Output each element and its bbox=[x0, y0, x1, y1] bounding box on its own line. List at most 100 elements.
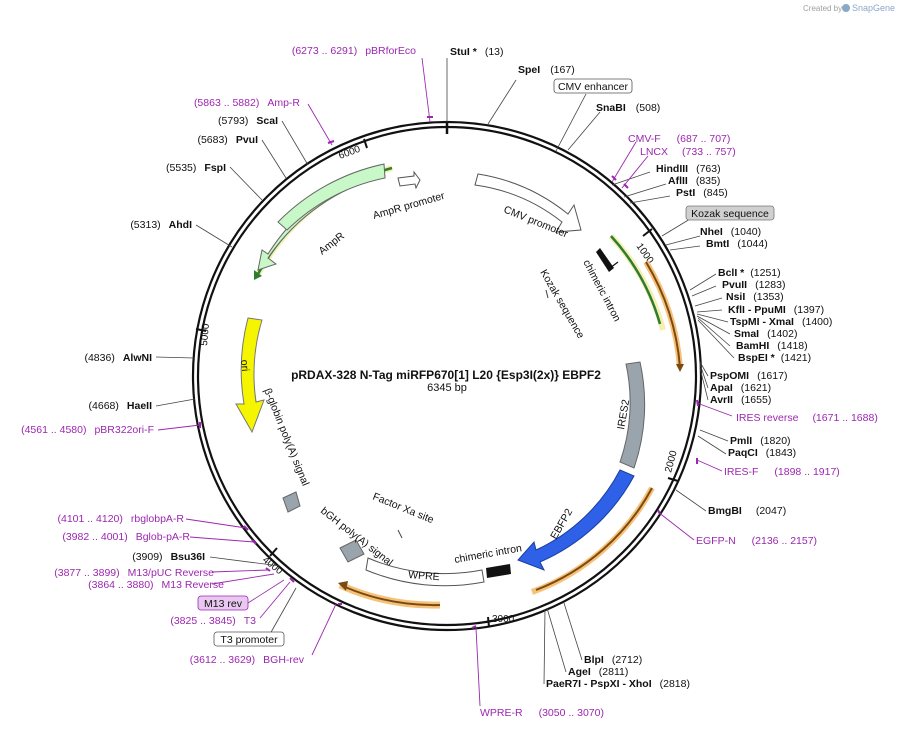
factor-xa-label: Factor Xa site bbox=[371, 491, 436, 526]
green-amp-arc bbox=[256, 166, 393, 275]
ori-feature bbox=[235, 317, 265, 434]
chimeric-intron-bottom-label: chimeric intron bbox=[453, 542, 522, 566]
t3-promoter-label: T3 promoter bbox=[220, 634, 278, 646]
chimeric-intron-bottom-feature bbox=[486, 564, 511, 578]
plasmid-length: 6345 bp bbox=[427, 382, 467, 394]
primer-egfp-n: EGFP-N(2136 .. 2157) bbox=[696, 535, 817, 547]
enzyme-haeii: (4668)HaeII bbox=[89, 400, 153, 412]
enzyme-fspi: (5535)FspI bbox=[166, 162, 226, 174]
primer-leaders bbox=[157, 57, 733, 707]
enzyme-scai: (5793)ScaI bbox=[218, 115, 278, 127]
enzyme-spei: SpeI(167) bbox=[518, 64, 575, 76]
primer-pbrforeco: (6273 .. 6291)pBRforEco bbox=[292, 45, 416, 57]
ires2-feature bbox=[619, 361, 646, 469]
wpre-feature bbox=[365, 557, 485, 587]
enzyme-kfli-ppumi: KflI - PpuMI(1397) bbox=[728, 304, 824, 316]
enzyme-pspomi: PspOMI(1617) bbox=[710, 370, 787, 382]
enzyme-agei: AgeI(2811) bbox=[568, 666, 628, 678]
tick-1000: 1000 bbox=[634, 241, 656, 266]
enzyme-smai: SmaI(1402) bbox=[734, 328, 797, 340]
primer-bgh-rev: (3612 .. 3629)BGH-rev bbox=[190, 654, 305, 666]
primer-amp-r: (5863 .. 5882)Amp-R bbox=[194, 97, 300, 109]
orange-orf-arc-2 bbox=[535, 487, 653, 591]
primer-bglob-pa-r: (3982 .. 4001)Bglob-pA-R bbox=[62, 531, 190, 543]
enzyme-paqci: PaqCI(1843) bbox=[728, 447, 796, 459]
enzyme-pvui: (5683)PvuI bbox=[197, 134, 258, 146]
enzyme-apai: ApaI(1621) bbox=[710, 382, 771, 394]
primer-pbr322ori-f: (4561 .. 4580)pBR322ori-F bbox=[21, 424, 154, 436]
credit-text: Created by bbox=[803, 4, 842, 13]
primer-t3: (3825 .. 3845)T3 bbox=[170, 615, 256, 627]
primer-m13-puc-reverse: (3877 .. 3899)M13/pUC Reverse bbox=[54, 567, 214, 579]
orange-orf-glow-3 bbox=[338, 581, 441, 609]
green-orf-arc bbox=[610, 235, 662, 325]
enzyme-hindiii: HindIII(763) bbox=[656, 163, 721, 175]
enzyme-psti: PstI(845) bbox=[676, 187, 728, 199]
snapgene-logo-icon bbox=[842, 4, 850, 12]
enzyme-leaders bbox=[155, 58, 735, 685]
chimeric-intron-top-feature bbox=[596, 248, 614, 272]
beta-globin-label: β-globin poly(A) signal bbox=[261, 387, 311, 488]
primer-lncx: LNCX(733 .. 757) bbox=[640, 146, 736, 158]
primer-cmv-f: CMV-F(687 .. 707) bbox=[628, 133, 730, 145]
kozak-marker bbox=[545, 289, 549, 299]
ampr-promoter-label: AmpR promoter bbox=[372, 190, 447, 222]
enzyme-alwni: (4836)AlwNI bbox=[84, 352, 152, 364]
enzyme-snabi: SnaBI(508) bbox=[596, 102, 660, 114]
orange-arrow-1 bbox=[676, 364, 684, 372]
enzyme-pvuii: PvuII(1283) bbox=[722, 279, 785, 291]
kozak-box bbox=[685, 205, 775, 221]
enzyme-bspei: BspEI *(1421) bbox=[738, 352, 811, 364]
tick-6000: 6000 bbox=[337, 144, 362, 162]
enzyme-bsu36i: (3909)Bsu36I bbox=[132, 551, 205, 563]
primer-wpre-r: WPRE-R(3050 .. 3070) bbox=[480, 707, 604, 719]
primer-ires-reverse: IRES reverse(1671 .. 1688) bbox=[736, 412, 878, 424]
chimeric-intron-top-label: chimeric intron bbox=[580, 258, 623, 324]
enzyme-bmti: BmtI(1044) bbox=[706, 238, 768, 250]
primer-marks bbox=[199, 116, 699, 629]
factor-xa-marker bbox=[397, 529, 403, 539]
green-amp-glow bbox=[255, 165, 393, 276]
enzyme-ahdi: (5313)AhdI bbox=[130, 219, 192, 231]
enzyme-nhei: NheI(1040) bbox=[700, 226, 761, 238]
kozak-box-label: Kozak sequence bbox=[691, 208, 769, 220]
tick-5000: 5000 bbox=[199, 323, 212, 347]
ebfp2-feature bbox=[517, 469, 635, 571]
enzyme-blpi: BlpI(2712) bbox=[584, 654, 642, 666]
bgh-polya-label: bGH poly(A) signal bbox=[318, 505, 395, 569]
cmv-promoter-feature bbox=[474, 173, 582, 233]
enzyme-paer7i-pspxi-xhoi: PaeR7I - PspXI - XhoI(2818) bbox=[546, 678, 690, 690]
enzyme-avrii: AvrII(1655) bbox=[710, 394, 771, 406]
orange-orf-arc-3 bbox=[344, 586, 441, 607]
green-amp-arrow bbox=[254, 270, 262, 280]
t3-promoter-box bbox=[213, 631, 285, 647]
enzyme-bamhi: BamHI(1418) bbox=[736, 340, 808, 352]
enzyme-stui: StuI *(13) bbox=[450, 46, 504, 58]
enzyme-tspmi-xmai: TspMI - XmaI(1400) bbox=[730, 316, 832, 328]
cmv-enhancer-box bbox=[553, 78, 633, 94]
primer-rbglobpa-r: (4101 .. 4120)rbglobpA-R bbox=[57, 513, 184, 525]
cmv-enhancer-label: CMV enhancer bbox=[558, 81, 629, 93]
ires2-label: IRES2 bbox=[615, 398, 632, 430]
tick-3000: 3000 bbox=[492, 614, 515, 625]
plasmid-title: pRDAX-328 N-Tag miRFP670[1] L20 {Esp3I(2… bbox=[291, 368, 601, 382]
enzyme-bcli: BclI *(1251) bbox=[718, 267, 781, 279]
m13-rev-box bbox=[197, 595, 249, 611]
enzyme-aflii: AflII(835) bbox=[668, 175, 720, 187]
m13-rev-label: M13 rev bbox=[204, 598, 243, 610]
enzyme-pmli: PmlI(1820) bbox=[730, 435, 791, 447]
wpre-label: WPRE bbox=[408, 569, 440, 583]
kozak-label: Kozak sequence bbox=[537, 268, 586, 341]
ori-label: ori bbox=[238, 359, 251, 372]
ampr-promoter-feature bbox=[397, 170, 421, 190]
enzyme-bmgbi: BmgBI(2047) bbox=[708, 505, 786, 517]
ampr-label: AmpR bbox=[316, 230, 347, 258]
orange-orf-arc-1 bbox=[645, 261, 681, 368]
brand-text: SnapGene bbox=[852, 3, 895, 13]
beta-globin-feature bbox=[282, 491, 301, 513]
orange-arrow-3 bbox=[338, 581, 348, 591]
bgh-polya-feature bbox=[339, 539, 365, 563]
enzyme-nsii: NsiI(1353) bbox=[726, 291, 784, 303]
